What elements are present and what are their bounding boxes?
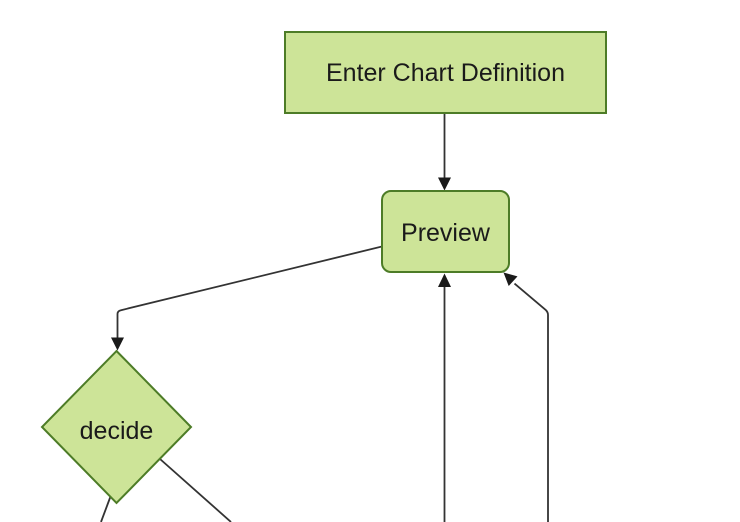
edge-layer [100,113,549,522]
node-decide: decide [40,349,193,505]
node-preview: Preview [381,190,510,273]
edge-decide-to-offscreen-right [159,458,232,522]
node-enter-chart-definition: Enter Chart Definition [284,31,607,114]
edge-preview-to-decide [116,245,383,338]
node-enter-chart-definition-label: Enter Chart Definition [326,59,565,87]
edge-offscreen-to-preview-corner [513,282,549,522]
arrowhead-offscreen-to-preview-corner [503,272,518,286]
node-decide-label: decide [80,417,154,445]
node-layer: Enter Chart Definition Preview decide [40,31,607,505]
node-preview-label: Preview [401,219,491,247]
node-enter-chart-definition-shape [284,31,607,114]
node-decide-shape [40,349,193,505]
arrowhead-preview-to-decide [111,337,124,351]
arrowhead-offscreen-to-preview-bottom [438,273,451,287]
edge-decide-to-offscreen-left [100,496,112,522]
arrowhead-enter-to-preview [438,177,451,191]
node-preview-shape [381,190,510,273]
